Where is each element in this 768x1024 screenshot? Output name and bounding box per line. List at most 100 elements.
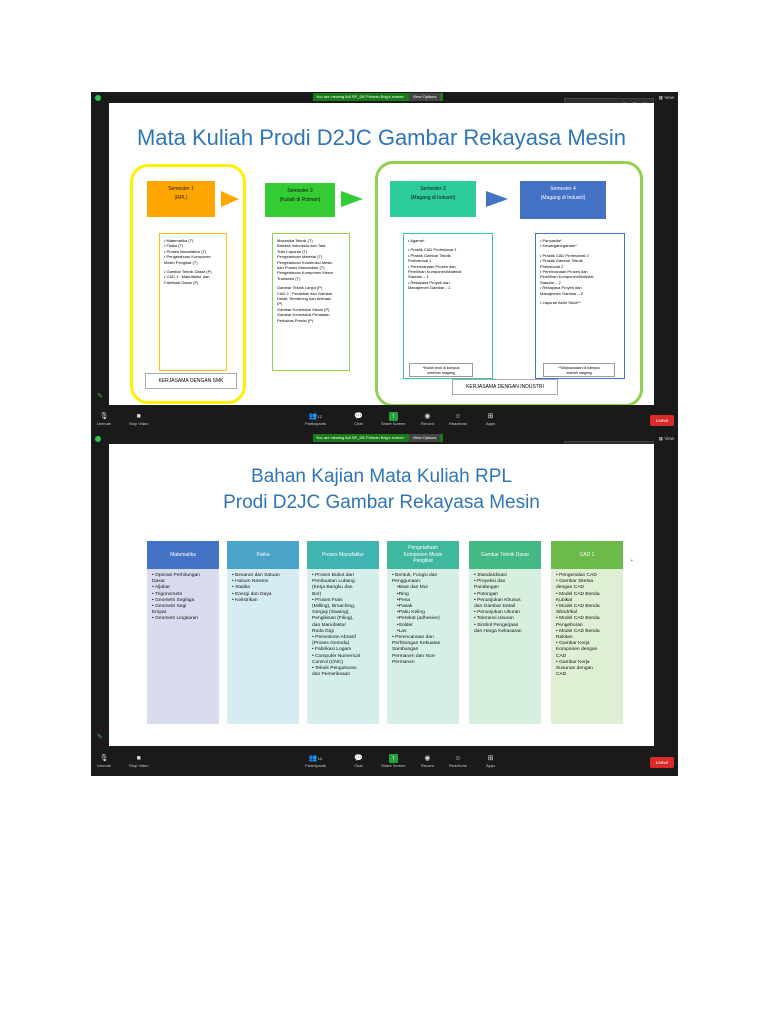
course-item: Gambar Konstruksi Peralatan <box>277 312 330 318</box>
topic-item: Control (CNC) <box>312 659 343 665</box>
course-item: • Praktik Gambar Teknik <box>408 252 451 258</box>
security-shield-icon[interactable] <box>95 95 101 101</box>
topic-item: dan Gambar Detail <box>474 604 516 610</box>
course-item: dan Proses Manufaktur (T) <box>277 265 325 271</box>
chat-button[interactable]: 💬Chat <box>354 755 363 768</box>
topic-item: • Toleransi Ukuran <box>474 616 514 622</box>
security-shield-icon[interactable] <box>95 436 101 442</box>
course-item: • Laporan Akhir Studi** <box>540 300 581 306</box>
reactions-button[interactable]: ☺Reactions <box>449 755 467 768</box>
column-header-text: Gambar Teknik Dasar <box>480 551 530 558</box>
topic-item: Pengikisan (Filing), <box>312 616 354 622</box>
topic-item: • Model CAD Benda <box>556 604 600 610</box>
topic-item: Pembuatan Lubang <box>312 579 355 585</box>
reactions-button[interactable]: ☺Reactions <box>449 413 467 426</box>
record-button[interactable]: ◉Record <box>421 755 434 768</box>
topic-item: • Simbol Pengerjaan <box>474 622 519 628</box>
topic-item: Pengeboran <box>556 622 583 628</box>
participants-icon: 👥12 <box>308 413 323 420</box>
course-item: Pengetahuan Komponen Mesin <box>277 270 334 276</box>
topic-item: CAD <box>556 672 567 678</box>
course-item: • CAD 1 : Manufaktur dan <box>164 274 210 280</box>
topic-item: • Operasi Perhitungan <box>152 573 200 578</box>
chat-button[interactable]: 💬Chat <box>354 413 363 426</box>
topic-item: Roda Gigi <box>312 628 334 634</box>
course-item: CAD 2 : Perakitan dan Gambar <box>277 290 333 296</box>
slide-title: Mata Kuliah Prodi D2JC Gambar Rekayasa M… <box>136 125 627 150</box>
mic-muted-icon: 🎙 <box>99 755 109 762</box>
topic-item: dan Manufaktur <box>312 622 346 628</box>
apps-button[interactable]: ⊞Apps <box>486 413 496 426</box>
course-item: Tulis Laporan (T) <box>277 248 308 254</box>
topic-item: •Perekat (adhesive) <box>397 616 440 622</box>
record-button[interactable]: ◉Record <box>421 413 434 426</box>
course-item: • Pengetahuan Komponen <box>164 254 211 260</box>
topic-item: • Pemesinan Abrasif <box>312 635 356 641</box>
column-header-text: CAD 1 <box>579 551 595 558</box>
stop-video-button[interactable]: ■Stop Video <box>129 413 149 426</box>
semester-4-courses: • Pancasila*• Kewarganegaraan*• Praktik … <box>535 233 625 379</box>
topic-item: Permanen <box>392 659 415 665</box>
annotate-pen-icon[interactable]: ✎ <box>97 734 103 741</box>
semester-3-courses: • Agama*• Praktik CAD Profesional 1• Pra… <box>403 233 493 379</box>
reactions-icon: ☺ <box>454 755 462 762</box>
bullet-marker: • <box>631 558 633 564</box>
apps-button[interactable]: ⊞Apps <box>486 755 496 768</box>
chat-icon: 💬 <box>354 413 363 420</box>
topic-item: • Hukum Newton <box>232 579 269 585</box>
semester-2-courses: Mekanika Teknik (T)Bahasa Indonesia dan … <box>272 233 350 371</box>
share-screen-button[interactable]: ↑Share Screen <box>381 412 406 426</box>
topic-item: • Gambar Kerja <box>556 641 590 647</box>
label-kerjasama-industri: KERJASAMA DENGAN INDUSTRI <box>452 379 558 395</box>
arrow-right-icon <box>486 191 508 207</box>
leave-button[interactable]: Leave <box>650 415 674 426</box>
topic-item: •Solder <box>397 622 413 628</box>
video-icon: ■ <box>136 755 141 762</box>
topic-item: • Model CAD Benda <box>556 591 600 597</box>
view-button[interactable]: ▦ View <box>658 95 674 100</box>
stop-video-button[interactable]: ■Stop Video <box>129 755 149 768</box>
course-item: • Praktik CAD Profesional 2 <box>540 252 589 258</box>
record-icon: ◉ <box>424 413 431 420</box>
unmute-button[interactable]: 🎙Unmute <box>97 413 112 426</box>
topic-item: • Geometri Segi <box>152 604 187 610</box>
column-header: Proses Manufaktur <box>307 541 379 569</box>
course-item: Standar – 1 <box>408 274 429 280</box>
view-button[interactable]: ▦ View <box>658 436 674 441</box>
column-body: • Standardisasi• Proyeksi dan Pandangan•… <box>469 569 541 724</box>
share-screen-icon: ↑ <box>388 754 398 763</box>
course-item: Profesional 2 <box>540 263 564 269</box>
topic-item: • Aljabar <box>152 585 171 591</box>
topic-item: • Teknik Pengukuran <box>312 666 357 672</box>
topic-item: •Pena <box>397 597 411 603</box>
apps-icon: ⊞ <box>487 755 494 762</box>
view-options-button[interactable]: View Options <box>408 434 441 442</box>
topic-item: • Bentuk, Fungsi dan <box>392 573 438 578</box>
leave-button[interactable]: Leave <box>650 757 674 768</box>
zoom-window-2: You are viewing Adi SP_DE Polman Bdg's s… <box>91 433 678 776</box>
topic-item: •Las <box>397 628 407 634</box>
unmute-button[interactable]: 🎙Unmute <box>97 755 112 768</box>
column-header-text: Matematika <box>170 551 196 558</box>
slide-title-line-2: Prodi D2JC Gambar Rekayasa Mesin <box>223 492 540 513</box>
topic-item: • Pengenalan CAD <box>556 573 597 578</box>
course-item: • Rekayasa Proyek dan <box>540 285 582 291</box>
course-item: Manajemen Gambar – 2 <box>540 290 584 296</box>
share-screen-button[interactable]: ↑Share Screen <box>381 754 406 768</box>
column-header-text: Pengikat <box>413 558 433 565</box>
topic-item: Dasar <box>152 579 166 585</box>
course-item: Standar – 2 <box>540 279 561 285</box>
topic-item: Bor) <box>312 591 322 597</box>
topic-item: Empat <box>152 610 167 616</box>
reactions-icon: ☺ <box>454 413 462 420</box>
annotate-pen-icon[interactable]: ✎ <box>97 393 103 400</box>
topic-item: dan Harga Kekasaran <box>474 628 522 634</box>
course-item: Mekanika Teknik (T) <box>277 238 313 243</box>
column-body: • Besaran dan Satuan• Hukum Newton• Stat… <box>227 569 299 724</box>
view-options-button[interactable]: View Options <box>408 93 441 101</box>
course-item: • Proses Manufaktur (T) <box>164 248 207 254</box>
